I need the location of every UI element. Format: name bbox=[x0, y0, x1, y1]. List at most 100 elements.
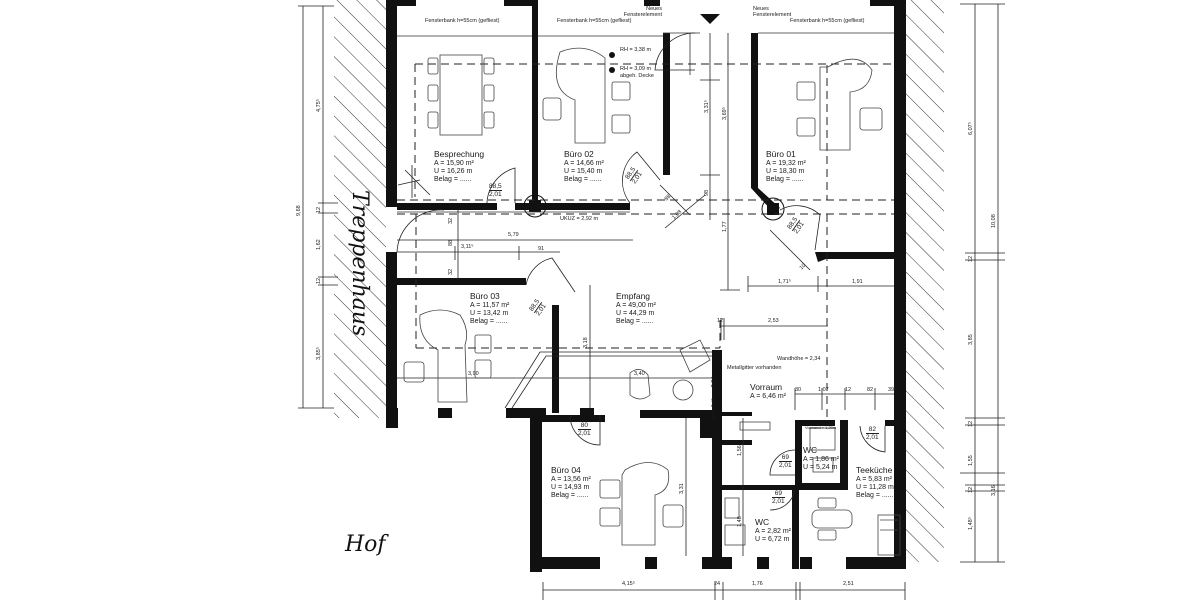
wc-front-wall-note: Vorwand = 1,20m bbox=[805, 425, 837, 430]
dim-left-small-1: 12 bbox=[316, 206, 322, 213]
door-width: 69 bbox=[779, 454, 792, 463]
room-area: A = 14,66 m² bbox=[564, 159, 604, 167]
dim-left-outer: 9,68 bbox=[296, 205, 302, 216]
room-area: A = 49,00 m² bbox=[616, 301, 656, 309]
suspended-ceiling-note: abgeh. Decke bbox=[620, 73, 654, 79]
room-floor: Belag = ...... bbox=[470, 317, 508, 325]
wall-height-note-2: Wandhöhe = 2,34 bbox=[711, 376, 717, 420]
dim-right-lower: 3,16 bbox=[991, 485, 997, 496]
room-name: WC bbox=[755, 517, 770, 527]
windowsill-note-1: Fensterbank h=55cm (gefliest) bbox=[425, 18, 500, 24]
room-perimeter: U = 11,28 m bbox=[856, 483, 894, 491]
room-perimeter: U = 18,30 m bbox=[766, 167, 805, 175]
dim-right-2: 3,85 bbox=[968, 334, 974, 345]
dim-right-small-1: 12 bbox=[968, 255, 974, 262]
room-area: A = 11,57 m² bbox=[470, 301, 510, 309]
room-area: A = 13,56 m² bbox=[551, 475, 591, 483]
room-height-note-1: RH = 3,38 m bbox=[620, 47, 652, 53]
dim-left-2: 1,62 bbox=[316, 239, 322, 250]
room-perimeter: U = 13,42 m bbox=[470, 309, 509, 317]
dim-corridor-3-11: 3,11⁵ bbox=[461, 244, 474, 250]
room-buero-04: Büro 04 A = 13,56 m² U = 14,93 m Belag =… bbox=[551, 465, 591, 500]
room-perimeter: U = 44,29 m bbox=[616, 309, 655, 317]
room-wc-small: WC A = 1,86 m² U = 5,24 m bbox=[803, 445, 839, 472]
dim-bottom-3: 1,76 bbox=[752, 581, 763, 587]
room-besprechung: Besprechung A = 15,90 m² U = 16,26 m Bel… bbox=[434, 149, 484, 184]
room-buero-03: Büro 03 A = 11,57 m² U = 13,42 m Belag =… bbox=[470, 291, 510, 326]
door-height: 2,01 bbox=[779, 462, 792, 470]
room-perimeter: U = 6,72 m bbox=[755, 535, 790, 543]
dim-vorraum-12: 12 bbox=[845, 387, 852, 393]
wall-height-note-1: Wandhöhe = 2,34 bbox=[777, 356, 821, 362]
door-label-wc-small: 69 2,01 bbox=[779, 454, 792, 470]
dim-1-91: 1,91 bbox=[852, 279, 863, 285]
room-floor: Belag = ...... bbox=[616, 317, 654, 325]
door-height: 2,01 bbox=[578, 430, 591, 438]
door-label-teekueche: 82 2,01 bbox=[866, 426, 879, 442]
dim-right-1: 6,07⁵ bbox=[968, 122, 974, 135]
room-name: Vorraum bbox=[750, 382, 783, 392]
dim-98: 98 bbox=[704, 189, 710, 196]
door-label-wc: 69 2,01 bbox=[772, 490, 785, 506]
room-empfang: Empfang A = 49,00 m² U = 44,29 m Belag =… bbox=[616, 291, 656, 326]
dim-vorraum-1-07: 1,07 bbox=[818, 387, 829, 393]
room-vorraum: Vorraum A = 6,46 m² bbox=[750, 382, 786, 401]
room-floor: Belag = ...... bbox=[551, 491, 589, 499]
dim-left-small-2: 12 bbox=[316, 277, 322, 284]
dim-right-small-2: 12 bbox=[968, 420, 974, 427]
stairwell-label: Treppenhaus bbox=[347, 190, 372, 337]
room-name: Empfang bbox=[616, 291, 651, 301]
dim-bottom-2: 24 bbox=[714, 581, 721, 587]
dim-1-48: 1,48 bbox=[737, 516, 743, 527]
room-wc: WC A = 2,82 m² U = 6,72 m bbox=[755, 517, 791, 544]
door-width: 88,5 bbox=[489, 183, 502, 192]
room-perimeter: U = 15,40 m bbox=[564, 167, 603, 175]
room-buero-01: Büro 01 A = 19,32 m² U = 18,30 m Belag =… bbox=[766, 149, 806, 184]
dim-2-53: 2,53 bbox=[768, 318, 779, 324]
dim-bottom-1: 4,15⁵ bbox=[622, 581, 635, 587]
dim-right-outer: 10,08 bbox=[991, 214, 997, 228]
dim-3-18: 3,18 bbox=[583, 337, 589, 348]
new-window-note-1: Neues Fensterelement bbox=[623, 6, 662, 19]
dim-3-31b: 3,31 bbox=[679, 483, 685, 494]
dim-1-77: 1,77 bbox=[722, 221, 728, 232]
room-name: Büro 04 bbox=[551, 465, 581, 475]
dim-corridor-91: 91 bbox=[538, 246, 545, 252]
dim-corridor-88: 88 bbox=[448, 239, 454, 246]
dim-3-40: 3,40 bbox=[634, 371, 645, 377]
room-area: A = 1,86 m² bbox=[803, 455, 839, 463]
door-width: 69 bbox=[772, 490, 785, 499]
door-width: 82 bbox=[866, 426, 879, 435]
windowsill-note-3: Fensterbank h=55cm (gefliest) bbox=[790, 18, 865, 24]
dim-corridor-32a: 32 bbox=[448, 217, 454, 224]
door-height: 2,01 bbox=[866, 434, 879, 442]
room-area: A = 15,90 m² bbox=[434, 159, 474, 167]
dim-right-4: 1,48⁵ bbox=[968, 517, 974, 530]
dim-3-69: 3,69⁵ bbox=[722, 107, 728, 120]
room-perimeter: U = 14,93 m bbox=[551, 483, 590, 491]
door-label-buero-04: 80 2,01 bbox=[578, 422, 591, 438]
dim-bottom-4: 2,51 bbox=[843, 581, 854, 587]
dim-vorraum-39: 39⁵ bbox=[888, 387, 897, 393]
room-buero-02: Büro 02 A = 14,66 m² U = 15,40 m Belag =… bbox=[564, 149, 604, 184]
room-perimeter: U = 16,26 m bbox=[434, 167, 473, 175]
dim-1-71: 1,71⁵ bbox=[778, 279, 791, 285]
dim-vorraum-30: 30 bbox=[795, 387, 802, 393]
room-name: Büro 01 bbox=[766, 149, 796, 159]
dim-left-3: 3,85⁵ bbox=[316, 347, 322, 360]
room-floor: Belag = ...... bbox=[856, 491, 894, 499]
room-area: A = 2,82 m² bbox=[755, 527, 791, 535]
door-height: 2,01 bbox=[489, 191, 502, 199]
room-area: A = 19,32 m² bbox=[766, 159, 806, 167]
room-perimeter: U = 5,24 m bbox=[803, 463, 838, 471]
door-label-besprechung: 88,5 2,01 bbox=[489, 183, 502, 199]
dim-3-31: 3,31⁵ bbox=[704, 100, 710, 113]
room-height-note-2: RH = 3,09 m bbox=[620, 66, 652, 72]
walls bbox=[386, 0, 906, 572]
room-floor: Belag = ...... bbox=[434, 175, 472, 183]
door-width: 80 bbox=[578, 422, 591, 431]
room-teekueche: Teeküche A = 5,83 m² U = 11,28 m Belag =… bbox=[856, 465, 894, 500]
dim-12: 12 bbox=[717, 318, 724, 324]
